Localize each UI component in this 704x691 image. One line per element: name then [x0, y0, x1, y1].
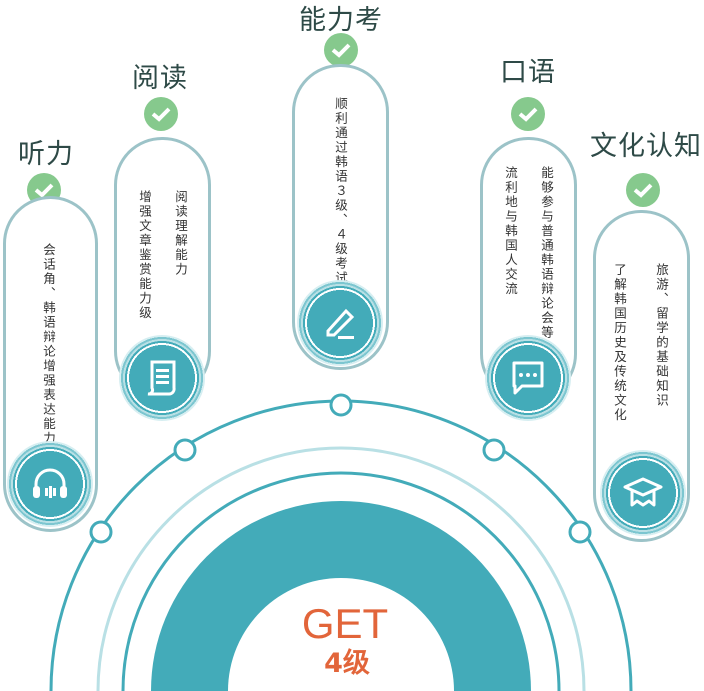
- skill-title-listening: 听力: [18, 139, 74, 170]
- skill-description: 了解韩国历史及传统文化: [612, 263, 627, 423]
- arc-node: [482, 438, 506, 462]
- skill-title-exam: 能力考: [299, 5, 383, 36]
- light-arc: [96, 446, 586, 691]
- arc-node: [329, 393, 353, 417]
- skill-title-culture: 文化认知: [590, 131, 702, 162]
- headphones-icon: [7, 441, 93, 527]
- skill-description: 会话角、韩语辩论增强表达能力: [41, 243, 56, 446]
- arc-node: [568, 520, 592, 544]
- center-get-label: GET: [301, 600, 389, 647]
- skill-description: 能够参与普通韩语辩论会等: [539, 166, 554, 340]
- check-icon: [324, 33, 358, 67]
- skill-description: 旅游、留学的基础知识: [654, 263, 669, 408]
- arc-node: [89, 520, 113, 544]
- scroll-document-icon: [119, 335, 205, 421]
- check-icon: [144, 97, 178, 131]
- skill-description: 顺利通过韩语３级、４级考试: [333, 97, 348, 286]
- pen-edit-icon: [297, 280, 383, 366]
- middle-arc: [121, 471, 561, 691]
- skill-description: 阅读理解能力: [173, 190, 188, 277]
- check-icon: [626, 173, 660, 207]
- check-icon: [511, 97, 545, 131]
- graduation-cap-icon: [600, 450, 686, 536]
- skill-title-speaking: 口语: [500, 57, 556, 88]
- skill-description: 增强文章鉴赏能力级: [137, 190, 152, 321]
- skill-description: 流利地与韩国人交流: [503, 166, 518, 297]
- center-level-label: 4级: [324, 648, 370, 679]
- chat-bubble-icon: [485, 335, 571, 421]
- arc-node: [173, 438, 197, 462]
- inner-circle: [228, 578, 454, 691]
- skill-title-reading: 阅读: [132, 63, 188, 94]
